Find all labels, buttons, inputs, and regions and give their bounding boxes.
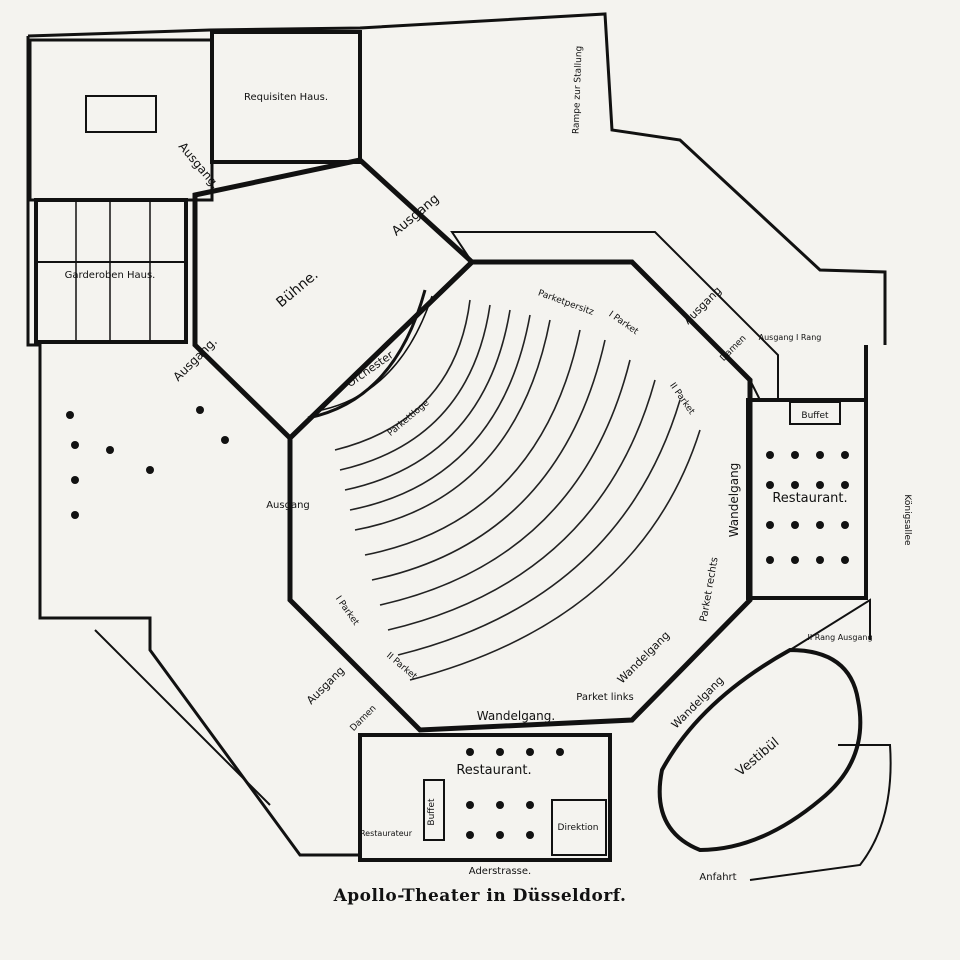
seating: [334, 299, 701, 681]
label-damen-right: Damen: [719, 334, 749, 364]
vestibule: [657, 598, 892, 881]
label-damen-left: Damen: [349, 704, 379, 734]
label-buehne: Bühne.: [273, 267, 321, 311]
label-ii-parket-right: II Parket: [667, 381, 696, 417]
label-vestibuel: Vestibül: [733, 735, 782, 780]
label-garderoben-haus: Garderoben Haus.: [65, 270, 156, 281]
label-restaurant-right: Restaurant.: [772, 491, 847, 506]
label-ausgang-top: Ausgang: [389, 191, 442, 239]
label-koenigsallee: Königsallee: [902, 494, 912, 546]
label-ausgang-left: Ausgang: [266, 500, 310, 511]
label-i-parket-left: I Parket: [333, 594, 361, 628]
label-parket-links: Parket links: [576, 692, 633, 703]
label-ausgang-i-rang: Ausgang I Rang: [759, 333, 822, 342]
label-ii-rang-ausgang: II Rang Ausgang: [807, 633, 872, 642]
right-wing: [746, 345, 868, 600]
label-anfahrt: Anfahrt: [699, 872, 736, 883]
front-wing: [358, 733, 612, 862]
label-ausgang-left-top: Ausgang.: [176, 139, 223, 191]
label-wandelgang-front: Wandelgang.: [477, 709, 555, 723]
label-restaurateur: Restaurateur: [360, 829, 413, 838]
label-rampe: Rampe zur Stallung: [571, 46, 584, 135]
label-wandelgang-diag: Wandelgang: [615, 629, 673, 687]
site-boundary: [26, 12, 887, 857]
label-ausgang-upper-right: Ausgang: [681, 284, 724, 327]
orchestra-pit: [307, 289, 433, 420]
label-requisiten-haus: Requisiten Haus.: [244, 92, 328, 103]
back-buildings: [28, 30, 362, 344]
label-parket-rechts: Parket rechts: [698, 556, 720, 622]
label-i-parket-top: I Parket: [606, 310, 640, 338]
label-ii-parket-left: II Parket: [384, 651, 419, 682]
label-restaurant-front: Restaurant.: [456, 763, 531, 778]
restaurant-tables: [66, 406, 849, 839]
label-wandelgang-right: Wandelgang: [727, 463, 741, 538]
label-buffet-right: Buffet: [801, 411, 829, 421]
label-parkettloge: Parkettloge: [386, 398, 432, 439]
label-ausgang-lower-left: Ausgang: [304, 664, 347, 707]
label-parkettpersitz: Parketpersitz: [536, 288, 595, 318]
plan-labels: Requisiten Haus. Garderoben Haus. Bühne.…: [65, 46, 912, 883]
label-direktion: Direktion: [558, 823, 599, 833]
auditorium-walls: [192, 157, 779, 733]
label-adersstrasse: Aderstrasse.: [469, 866, 531, 877]
label-buffet-front: Buffet: [427, 798, 437, 826]
plan-caption: Apollo-Theater in Düsseldorf.: [333, 886, 627, 906]
